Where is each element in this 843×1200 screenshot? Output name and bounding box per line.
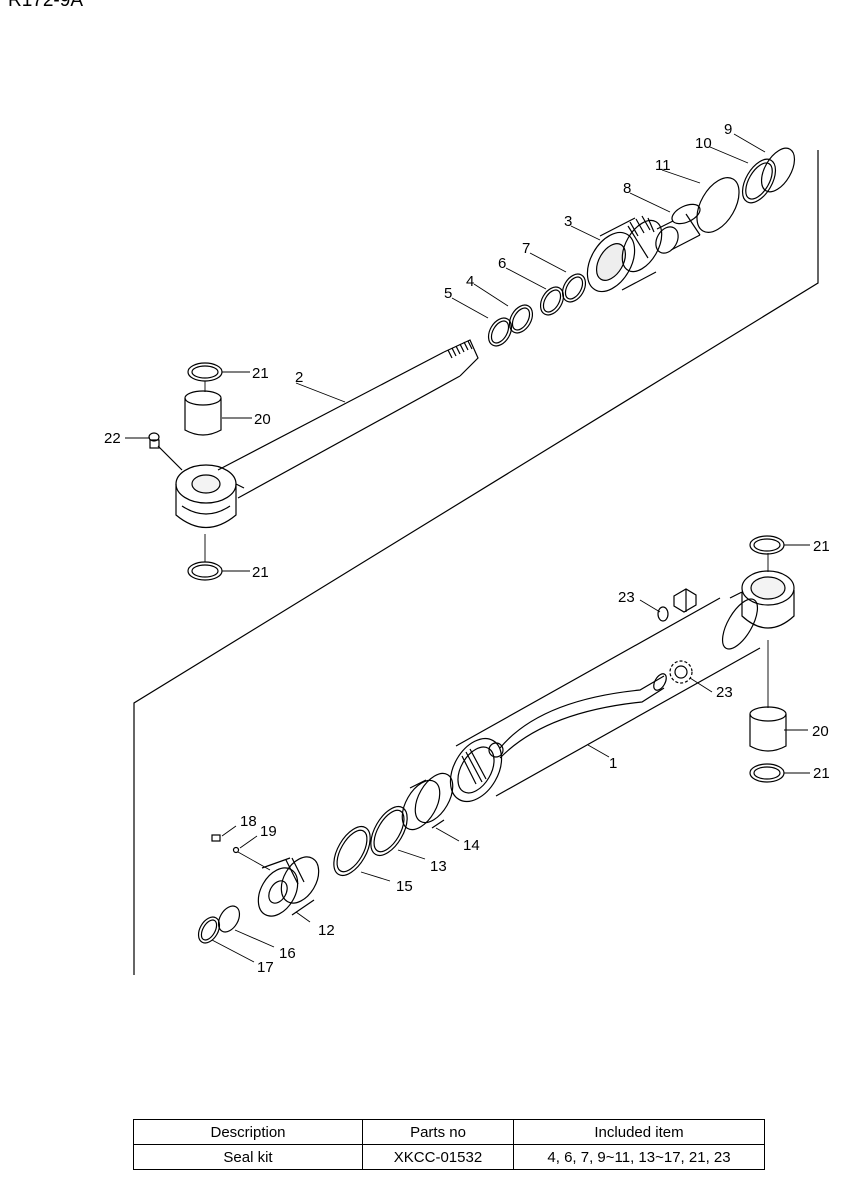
grease-nipple	[148, 432, 183, 471]
rod-cover-gland	[586, 215, 663, 293]
callout-4: 4	[466, 273, 474, 290]
callout-15: 15	[396, 878, 413, 895]
callout-13: 13	[430, 858, 447, 875]
set-screw-18	[211, 834, 221, 842]
callout-9: 9	[724, 121, 732, 138]
callout-20-b: 20	[812, 723, 829, 740]
model-title: R172-9A	[8, 0, 83, 11]
callout-23-b: 23	[716, 684, 733, 701]
header-included-item: Included item	[513, 1119, 765, 1145]
ring-6	[539, 286, 565, 316]
callout-17: 17	[257, 959, 274, 976]
callout-21-d: 21	[813, 765, 830, 782]
steel-ball-19	[232, 846, 240, 854]
piston-12	[257, 856, 320, 917]
header-parts-no: Parts no	[362, 1119, 514, 1145]
exploded-parts-diagram: 1 2 3 4 5 6 7 8 9 10 11 12 13 14 15 16 1…	[104, 121, 830, 976]
header-description: Description	[133, 1119, 363, 1145]
callout-7: 7	[522, 240, 530, 257]
ring-5	[487, 317, 513, 347]
callout-14: 14	[463, 837, 480, 854]
port-fitting	[673, 588, 697, 613]
ring-7	[561, 273, 587, 303]
wear-ring-14	[401, 772, 454, 831]
callout-3: 3	[564, 213, 572, 230]
ring-16	[217, 905, 241, 933]
callout-19: 19	[260, 823, 277, 840]
seal-15	[333, 825, 371, 877]
ring-10	[741, 158, 777, 204]
callout-21-c: 21	[813, 538, 830, 555]
callout-5: 5	[444, 285, 452, 302]
callout-11: 11	[655, 157, 671, 174]
seal-kit-table: Description Parts no Included item Seal …	[133, 1119, 765, 1170]
callout-21-b: 21	[252, 564, 269, 581]
callout-20: 20	[254, 411, 271, 428]
bushing-lower	[749, 706, 787, 752]
ring-17	[197, 916, 221, 944]
callout-16: 16	[279, 945, 296, 962]
callout-6: 6	[498, 255, 506, 272]
callout-23: 23	[618, 589, 635, 606]
callout-1: 1	[609, 755, 617, 772]
ring-9	[760, 147, 796, 193]
ring-4	[508, 304, 534, 334]
assembly-outline	[133, 150, 819, 975]
bushing-upper	[184, 390, 222, 436]
callout-18: 18	[240, 813, 257, 830]
cylinder-tube	[449, 570, 795, 803]
seal-13	[370, 805, 408, 857]
cell-parts-no: XKCC-01532	[362, 1144, 514, 1170]
piston-rod	[175, 339, 479, 528]
table-row: Seal kit XKCC-01532 4, 6, 7, 9~11, 13~17…	[133, 1144, 765, 1170]
leader-lines	[125, 133, 810, 963]
callout-12: 12	[318, 922, 335, 939]
callout-labels: 1 2 3 4 5 6 7 8 9 10 11 12 13 14 15 16 1…	[104, 121, 830, 976]
callout-10: 10	[695, 135, 712, 152]
bushing-8	[655, 203, 701, 254]
callout-8: 8	[623, 180, 631, 197]
o-ring-23a	[657, 606, 669, 622]
table-header-row: Description Parts no Included item	[133, 1119, 765, 1145]
o-ring-23b	[674, 665, 688, 679]
backup-ring-11	[696, 177, 740, 233]
cell-description: Seal kit	[133, 1144, 363, 1170]
callout-22: 22	[104, 430, 121, 447]
callout-2: 2	[295, 369, 303, 386]
cell-included-item: 4, 6, 7, 9~11, 13~17, 21, 23	[513, 1144, 765, 1170]
callout-21: 21	[252, 365, 269, 382]
